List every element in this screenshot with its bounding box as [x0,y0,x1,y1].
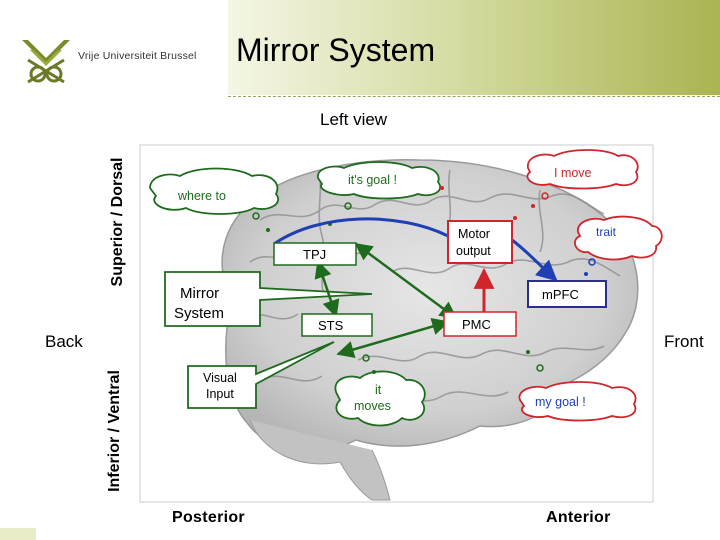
arrow-sts-pmc-green [336,317,450,359]
axis-label-front: Front [664,332,704,351]
thought-bubble-my-goal [518,381,637,422]
arrow-tpj-to-motor-blue [273,217,449,246]
region-sts-box [301,313,373,337]
arrow-motor-to-mpfc-blue [511,238,558,282]
mirror-system-line2: System [174,305,224,322]
region-pmc-label: PMC [462,317,491,332]
thought-bubble-trait [574,215,663,261]
thought-bubble-its-goal [317,161,441,200]
axis-label-anterior: Anterior [546,509,611,526]
thought-trait: trait [596,225,617,239]
region-pmc-box [443,311,517,337]
thought-it-moves-line1: it [375,383,382,397]
thought-bubble-it-moves [334,370,426,427]
thought-where-to: where to [177,189,226,203]
arrow-sts-tpj-green [314,260,340,318]
thought-bubble-i-move [526,149,639,190]
bubble-dot [266,228,270,232]
bubble-dot [584,272,588,276]
bubble-dot [344,202,352,210]
region-motor-line1: Motor [458,227,490,241]
bubble-dot [252,212,260,220]
bubble-dot [531,204,535,208]
cerebellum [249,419,391,501]
bubble-dot [440,186,444,190]
visual-input-callout [187,341,335,409]
visual-input-line1: Visual [203,371,237,385]
visual-input-line2: Input [206,387,234,401]
region-sts-label: STS [318,318,344,333]
thought-its-goal: it's goal ! [348,173,397,187]
thought-my-goal: my goal ! [535,395,586,409]
view-subtitle: Left view [320,110,388,129]
axis-label-posterior: Posterior [172,509,245,526]
footer-decoration [0,528,36,540]
region-mpfc-label: mPFC [542,287,579,302]
bubble-dot [372,370,376,374]
thought-bubble-where-to [149,167,279,215]
region-motor-line2: output [456,244,491,258]
header-divider [228,96,720,97]
slide-title: Mirror System [236,32,436,68]
region-tpj-label: TPJ [303,247,326,262]
thought-i-move: I move [554,166,592,180]
bubble-dot [526,350,530,354]
header-band [228,0,720,95]
thought-it-moves-line2: moves [354,399,391,413]
university-name: Vrije Universiteit Brussel [78,50,197,62]
bubble-dot [513,216,517,220]
university-logo-icon [22,40,70,84]
region-tpj-box [273,242,357,266]
region-motor-box [447,220,513,264]
bubble-dot [541,192,549,200]
bubble-dot [588,258,596,266]
bubble-dot [536,364,544,372]
mirror-system-line1: Mirror [180,285,219,302]
region-mpfc-box [527,280,607,308]
arrow-tpj-pmc-green [354,242,458,320]
axis-label-back: Back [45,332,83,351]
